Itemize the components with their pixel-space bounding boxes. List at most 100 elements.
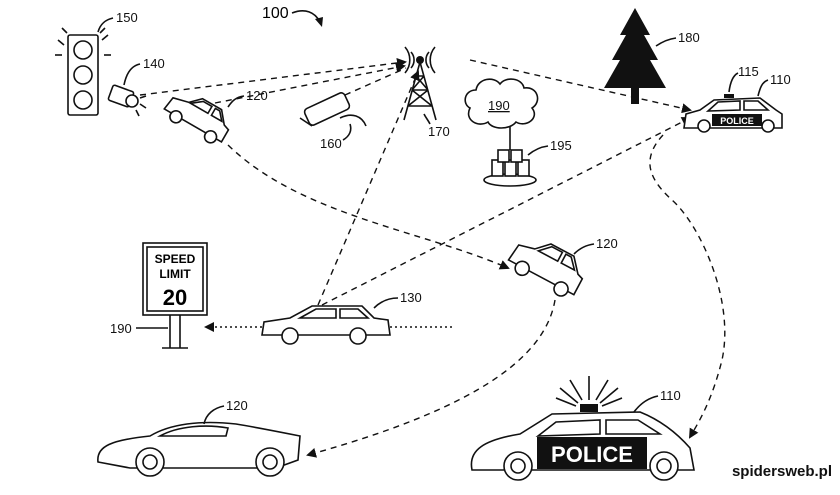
server-unit-4 [497, 149, 510, 163]
police-car-large-leader [633, 395, 659, 413]
speed-limit-sign: SPEED LIMIT 20 190 [110, 242, 208, 349]
police-car-large-label: POLICE [551, 442, 633, 467]
sedan-wheel-rear [349, 327, 367, 345]
sedan-body [261, 305, 391, 336]
cell-tower-lattice [403, 58, 437, 121]
link-sedan-to-police [321, 117, 692, 306]
sports-car: 120 [97, 398, 301, 477]
figure-ref: 100 [262, 5, 323, 27]
speed-sign-border [146, 246, 204, 312]
police-car-large-stripe [537, 437, 647, 469]
sedan: 130 [261, 290, 422, 345]
police-car-small-label: POLICE [720, 116, 754, 126]
traffic-light-ref: 150 [116, 10, 138, 25]
sports-car-hub-rear [262, 454, 278, 470]
roadside-camera-leader [123, 63, 141, 86]
police-car-small-beacon [724, 94, 734, 98]
tree-canopy [604, 8, 666, 88]
cell-tower-signal-waves [404, 46, 436, 74]
tree-leader [655, 37, 677, 47]
sports-car-wheel-rear [255, 447, 285, 477]
car-top-left-leader [227, 95, 245, 108]
speed-sign-line2: LIMIT [159, 267, 191, 281]
cell-tower-antenna [416, 56, 424, 64]
sports-car-hub-front [142, 454, 158, 470]
security-camera-ref: 160 [320, 136, 342, 151]
car-middle-right-wheel-rear [553, 281, 569, 297]
roadside-camera-lens [125, 94, 139, 108]
police-car-small-wheel-rear [761, 119, 775, 133]
police-car-small-beacon-ref: 115 [738, 64, 759, 79]
car-middle-right-windows [536, 245, 576, 272]
police-car-large-wheel-front [503, 451, 533, 481]
car-middle-right [507, 243, 584, 297]
traffic-light-lamp-green [73, 90, 93, 110]
car-top-left-ref: 120 [246, 88, 268, 103]
traffic-light: 150 [55, 10, 138, 116]
traffic-light-glow-rays [55, 27, 111, 56]
security-camera-mount [339, 114, 367, 127]
traffic-light-lamp-red [73, 40, 93, 60]
police-car-small-ref: 110 [770, 72, 791, 87]
sports-car-window [156, 425, 229, 437]
server-unit-3 [517, 159, 530, 177]
police-car-small: POLICE 115 110 [683, 64, 791, 133]
figure-ref-arrow [315, 17, 323, 27]
link-securitycam-to-tower [344, 67, 407, 96]
server-rack-leader [527, 145, 549, 156]
police-car-small-wheel-front [697, 119, 711, 133]
car-middle-right-leader [573, 243, 595, 255]
server-rack: 195 [483, 138, 572, 187]
tree-ref: 180 [678, 30, 700, 45]
security-camera: 160 [299, 92, 367, 151]
figure-ref-number: 100 [262, 5, 289, 22]
sedan-wheel-front [281, 327, 299, 345]
police-car-small-windows [705, 100, 771, 112]
security-camera-lens-edge [299, 117, 313, 127]
police-car-large-ref: 110 [660, 388, 681, 403]
traffic-light-lamp-amber [73, 65, 93, 85]
speed-sign-value: 20 [163, 285, 187, 310]
cloud: 190 [464, 78, 539, 129]
police-car-large: POLICE 110 [470, 376, 695, 481]
roadside-camera-ref: 140 [143, 56, 165, 71]
car-top-left-wheel-front [169, 109, 183, 124]
cloud-outline [464, 78, 539, 129]
police-car-large-hub-rear [656, 458, 672, 474]
link-car-to-tower [214, 62, 406, 104]
sports-car-leader [203, 405, 225, 425]
security-camera-leader [342, 123, 352, 141]
cloud-ref: 190 [488, 98, 510, 113]
car-top-left-wheel-rear [203, 129, 218, 144]
watermark-text: spidersweb.pl [731, 463, 832, 480]
server-rack-ref: 195 [550, 138, 572, 153]
traffic-light-leader [97, 17, 114, 33]
roadside-camera-rays [135, 95, 147, 117]
security-camera-body [303, 92, 351, 126]
police-car-small-leader [757, 79, 769, 97]
traffic-light-housing [67, 34, 99, 116]
police-car-small-stripe [712, 114, 762, 126]
link-car-to-car [227, 144, 510, 270]
police-car-large-wheel-rear [649, 451, 679, 481]
police-car-large-hub-front [510, 458, 526, 474]
link-police-small-to-large [649, 134, 726, 439]
car-middle-right-wheel-front [514, 260, 530, 277]
police-car-large-beacon [580, 404, 598, 412]
link-camera-to-tower [139, 58, 407, 96]
speed-sign-line1: SPEED [155, 252, 196, 266]
police-car-large-windows [535, 419, 663, 437]
link-car-to-sportscar [306, 299, 556, 458]
speed-sign-plate [142, 242, 208, 316]
sedan-leader [373, 297, 399, 309]
link-tower-to-police [469, 59, 692, 114]
tree-trunk [631, 86, 639, 104]
connection-links [139, 58, 726, 458]
roadside-camera: 140 [107, 56, 165, 117]
car-top-left-windows [188, 100, 223, 123]
cell-tower-leader [423, 113, 431, 125]
sedan-ref: 130 [400, 290, 422, 305]
police-car-large-beacon-flash [555, 376, 623, 407]
